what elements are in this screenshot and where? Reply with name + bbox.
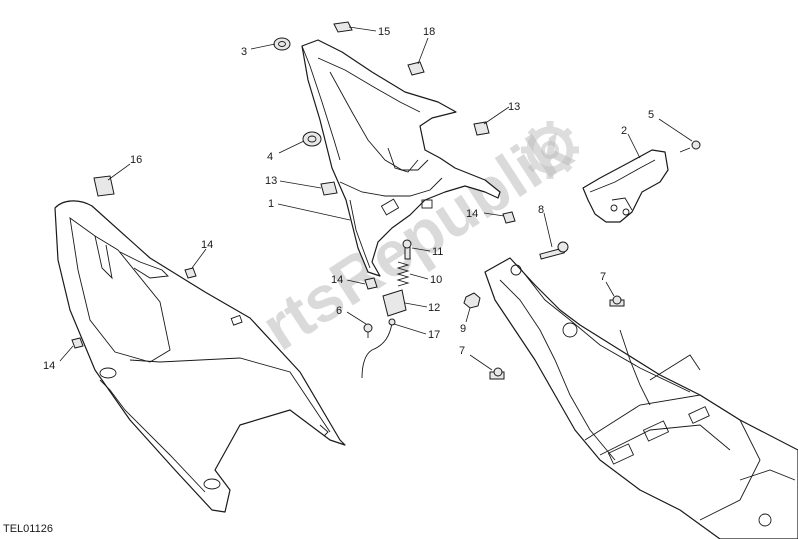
bolt-5 <box>679 140 701 153</box>
nut-9 <box>463 292 481 309</box>
grab-handle <box>582 149 669 223</box>
callout-14-left-upper: 14 <box>201 239 213 251</box>
callout-7-lower: 7 <box>459 345 465 357</box>
bolt-7-lower <box>489 367 505 380</box>
clip-13-lower <box>320 181 338 196</box>
nut-14-a <box>184 267 197 279</box>
tail-support-frame <box>301 39 501 277</box>
clip-13-upper <box>473 121 490 136</box>
callout-18: 18 <box>423 26 435 38</box>
callout-5: 5 <box>648 109 654 121</box>
callout-16: 16 <box>130 154 142 166</box>
callout-3: 3 <box>241 46 247 58</box>
nut-14-d <box>71 337 84 349</box>
bolt-8 <box>539 241 569 260</box>
callout-13-lower: 13 <box>265 175 277 187</box>
callout-15: 15 <box>378 26 390 38</box>
callout-17: 17 <box>428 329 440 341</box>
screw-6 <box>363 323 373 338</box>
cable-17 <box>361 322 393 379</box>
callout-6: 6 <box>336 305 342 317</box>
hardware-items <box>71 21 701 380</box>
spring-10 <box>396 261 410 287</box>
drawing-code: TEL01126 <box>3 523 53 535</box>
clip-18 <box>407 61 425 76</box>
callout-14-center-left: 14 <box>331 274 343 286</box>
left-side-fairing <box>54 200 346 513</box>
grommet-3 <box>273 37 291 51</box>
rear-subframe <box>484 257 798 539</box>
callout-12: 12 <box>428 302 440 314</box>
bracket-12 <box>382 289 407 317</box>
bolt-11 <box>402 239 412 260</box>
callout-10: 10 <box>430 274 442 286</box>
callout-14-left-lower: 14 <box>43 360 55 372</box>
watermark-gear-icon <box>521 121 579 179</box>
callout-9: 9 <box>460 323 466 335</box>
callout-7-upper: 7 <box>600 271 606 283</box>
callout-labels: 15 18 3 13 5 2 4 16 13 1 14 8 14 11 14 1… <box>43 26 654 372</box>
clip-16 <box>93 175 115 197</box>
callout-4: 4 <box>267 151 273 163</box>
bolt-7-upper <box>609 295 625 307</box>
nut-14-b <box>502 211 516 224</box>
grommet-4 <box>302 131 322 147</box>
callout-1: 1 <box>268 198 274 210</box>
nut-14-c <box>364 277 378 290</box>
callout-11: 11 <box>432 246 443 258</box>
callout-14-center-right: 14 <box>466 208 478 220</box>
pad-15 <box>333 21 353 33</box>
leader-lines <box>59 26 693 371</box>
callout-2: 2 <box>621 125 627 137</box>
callout-8: 8 <box>538 204 544 216</box>
callout-13-upper: 13 <box>508 101 520 113</box>
